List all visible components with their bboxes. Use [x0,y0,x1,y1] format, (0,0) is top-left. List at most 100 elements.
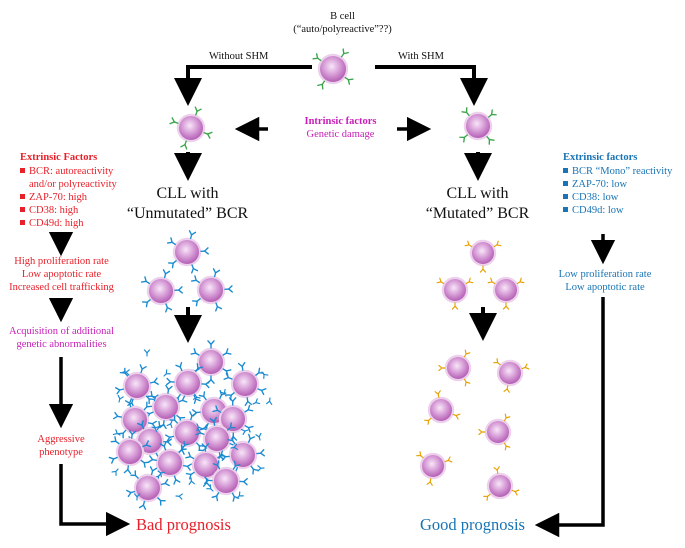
receptor-icon [465,277,474,285]
cll-cell-unmutated [165,411,209,455]
receptor-icon [113,411,122,420]
receptor-icon [196,442,205,452]
receptor-icon [486,136,495,145]
receptor-icon [169,414,178,424]
receptor-icon [236,491,244,499]
receptor-icon [189,411,197,421]
cll-cell-mutated [478,413,512,451]
list-item: ZAP-70: low [563,179,672,192]
receptor-icon [139,364,147,374]
receptor-icon [201,380,210,389]
receptor-icon [175,361,183,372]
receptor-icon [239,477,248,486]
list-item: CD49d: low [563,205,672,218]
receptor-icon [206,484,214,492]
extrinsic-left-list: BCR: autoreactivity and/or polyreactivit… [20,166,117,231]
receptor-icon [502,302,510,310]
cll-cell-mutated [436,276,474,310]
receptor-icon [488,109,497,118]
receptor-icon [175,493,183,500]
cll-cell-unmutated [166,361,210,405]
receptor-icon [493,358,501,366]
b-cell-label: B cell (“auto/polyreactive”??) [293,11,392,35]
receptor-icon [228,397,237,406]
receptor-icon [459,134,468,143]
receptor-icon [244,404,254,413]
receptor-icon [464,240,473,248]
receptor-icon [312,53,322,62]
receptor-icon [451,302,459,310]
extrinsic-right-title: Extrinsic factors [563,152,638,163]
left-effects: High proliferation rate Low apoptotic ra… [9,256,114,293]
bullet-square-icon [563,206,568,212]
b-cell-naive [312,48,354,90]
list-item: CD38: low [563,192,672,205]
list-item: CD38: high [20,205,117,218]
receptor-icon [424,417,432,425]
receptor-icon [444,456,453,463]
receptor-icon [173,475,181,485]
receptor-icon [248,433,256,443]
receptor-icon [483,493,491,501]
cll-mutated-heading: CLL with “Mutated” BCR [425,185,530,222]
receptor-icon [244,425,254,433]
cll-cell-mutated [464,239,502,273]
receptor-icon [182,440,190,449]
cll-cell-unmutated [108,429,152,475]
cll-cell-unmutated [126,466,170,510]
receptor-icon [203,131,213,139]
extrinsic-right-arrows [534,234,616,538]
receptor-icon [194,106,202,116]
b-cell-right [459,107,497,145]
receptor-icon [493,240,502,248]
cll-cell-mutated [493,358,530,393]
bullet-square-icon [20,193,25,199]
aggressive-phenotype: Aggressive phenotype [37,434,85,459]
cll-cell-unmutated [147,441,193,485]
receptor-icon [126,489,136,498]
cll-unmutated-heading: CLL with “Unmutated” BCR [126,185,249,222]
cll-cell-unmutated [144,384,188,430]
list-item: BCR “Mono” reactivity [563,166,672,179]
receptor-icon [265,397,273,405]
receptor-icon [209,416,218,426]
receptor-icon [188,230,197,240]
cll-cell-unmutated [204,460,248,502]
cll-cell-mutated [424,390,461,425]
receptor-icon [112,429,121,436]
receptor-icon [147,455,157,463]
receptor-icon [257,388,267,396]
list-item: CD49d: high [20,218,117,231]
receptor-icon [141,299,151,308]
receptor-icon [250,465,259,475]
receptor-icon [151,426,160,433]
receptor-icon [211,492,220,502]
bullet-square-icon [563,180,568,186]
receptor-icon [212,405,222,413]
receptor-icon [503,442,511,451]
receptor-icon [493,466,500,474]
receptor-icon [166,377,175,386]
receptor-icon [136,420,145,430]
receptor-icon [237,361,246,371]
without-shm-label: Without SHM [209,51,269,62]
receptor-icon [117,394,124,403]
receptor-icon [159,441,167,451]
cll-cell-unmutated [223,361,267,407]
bullet-square-icon [563,168,568,173]
cll-cell-mutated [483,466,520,501]
receptor-icon [240,428,249,436]
extrinsic-right-list: BCR “Mono” reactivity ZAP-70: low CD38: … [563,166,672,218]
receptor-icon [174,286,183,294]
receptor-icon [244,397,253,407]
receptor-icon [130,470,139,479]
receptor-icon [257,465,265,472]
arrow-to-bad-prognosis [59,464,131,537]
receptor-icon [223,372,233,380]
receptor-icon [252,398,261,405]
receptor-icon [157,497,166,506]
receptor-icon [200,247,209,255]
receptor-icon [178,395,188,403]
receptor-icon [220,388,227,397]
